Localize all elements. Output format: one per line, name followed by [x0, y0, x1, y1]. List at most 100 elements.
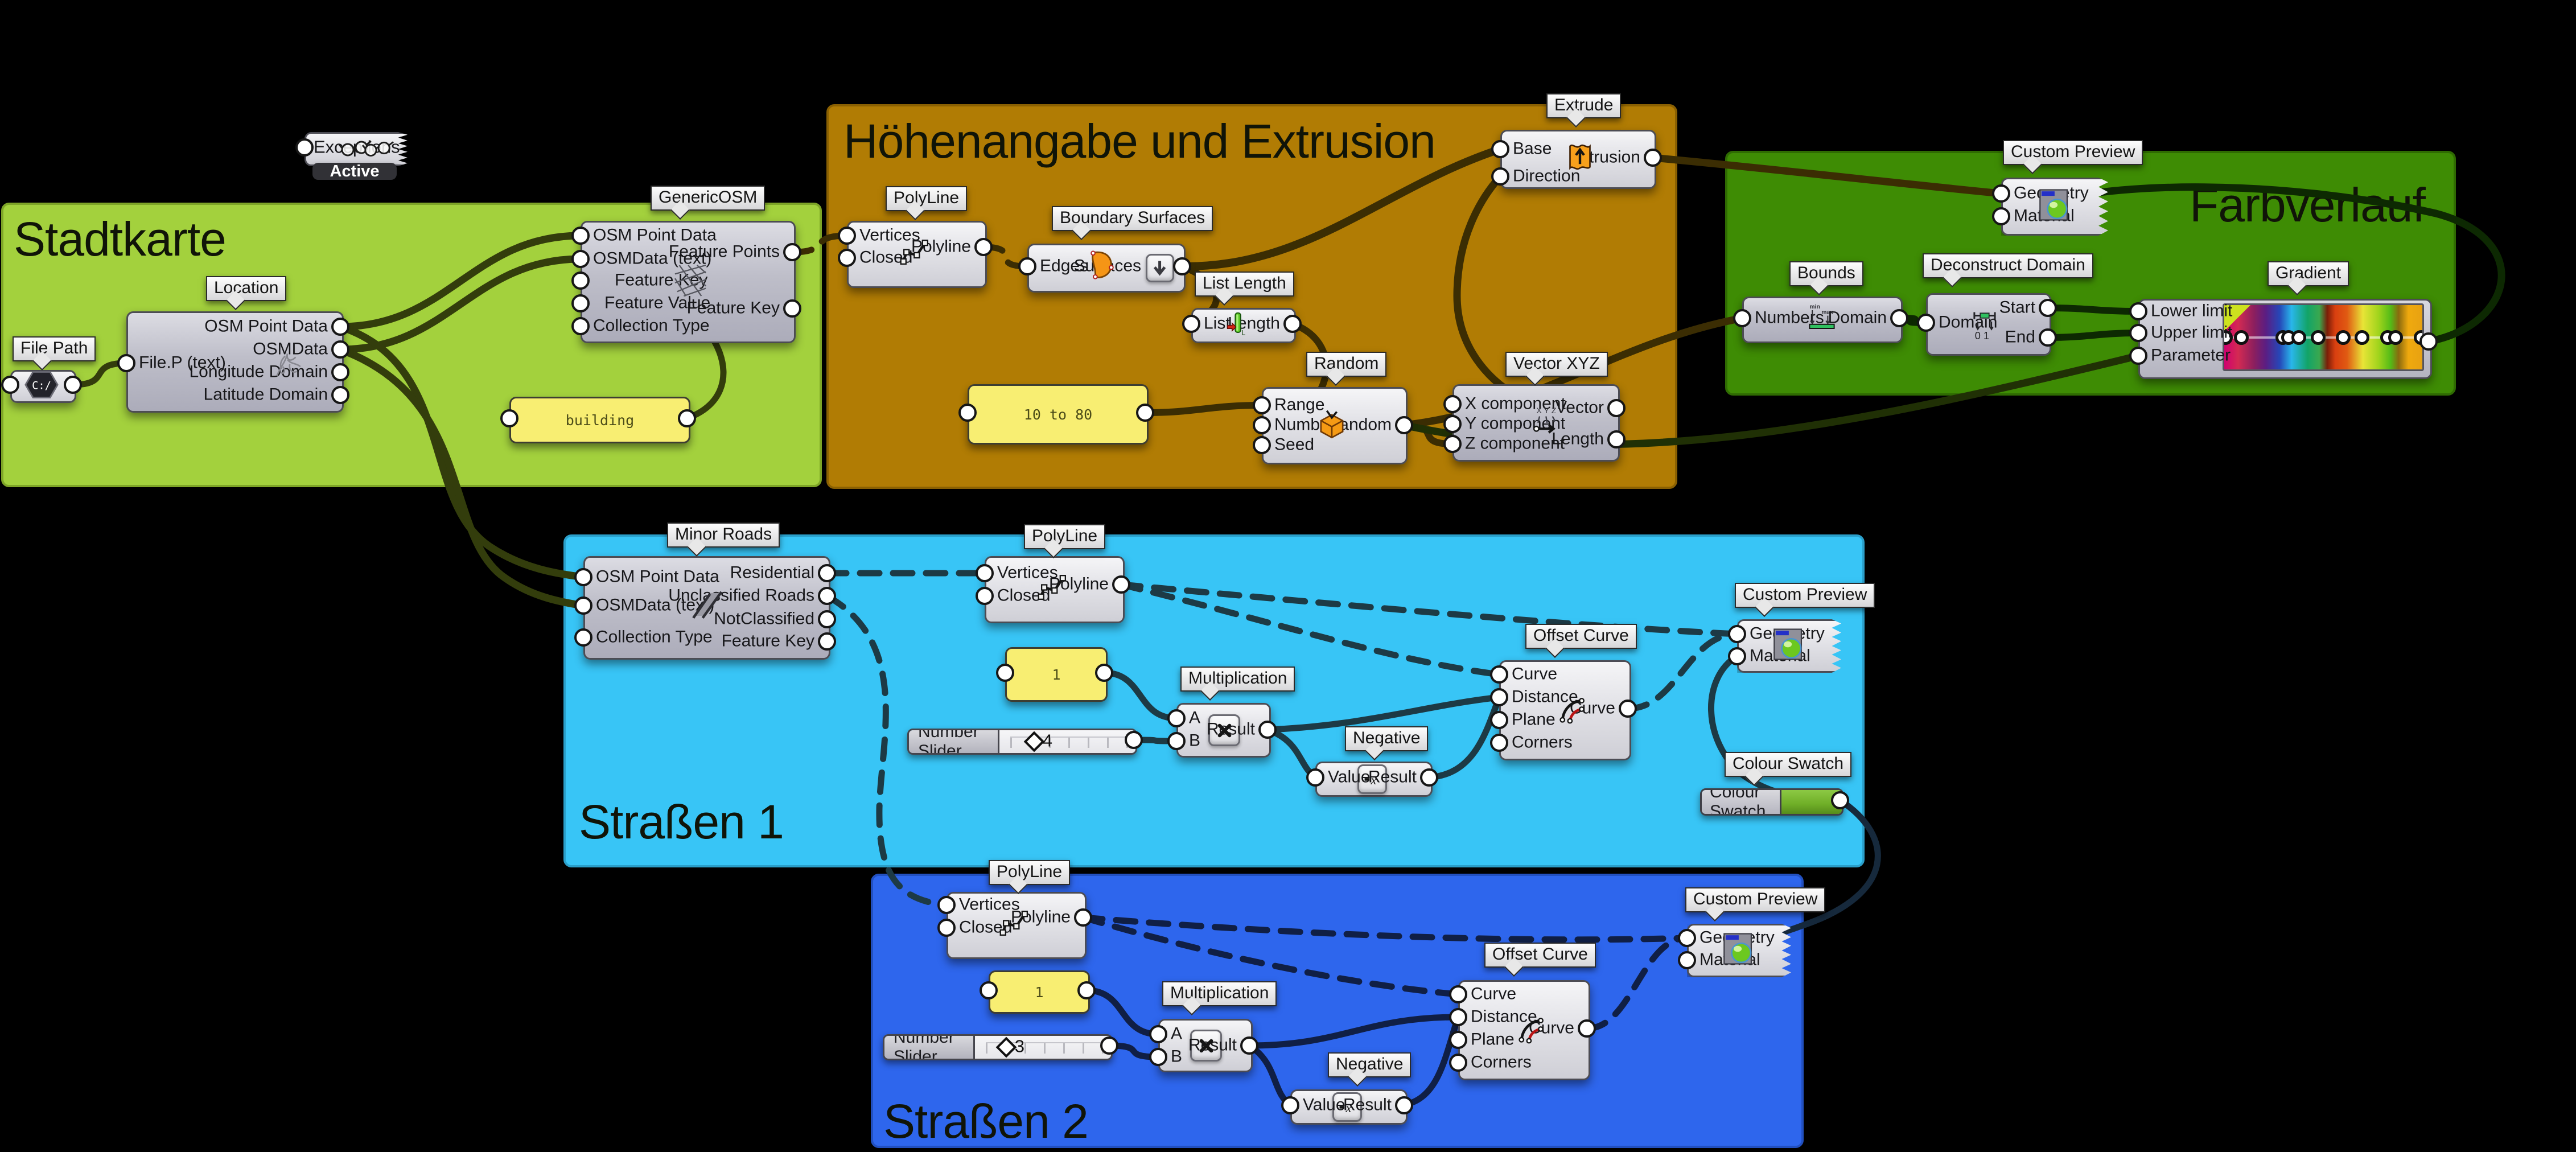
port-out-s2-offset-0[interactable] — [1578, 1019, 1596, 1038]
wire-18[interactable] — [2044, 305, 2142, 315]
gradient-grip-5[interactable] — [2311, 330, 2326, 345]
port-in-location-0[interactable] — [117, 354, 135, 372]
port-in-random-2[interactable] — [1253, 436, 1271, 454]
wire-34[interactable] — [1080, 914, 1462, 998]
port-in-s2-preview-0[interactable] — [1678, 929, 1696, 947]
gradient-corner-swatch[interactable] — [2224, 305, 2250, 331]
port-in-extrude-1[interactable] — [1491, 167, 1509, 186]
node-s2-panel[interactable]: 1 — [980, 970, 1096, 1014]
wire-19[interactable] — [2044, 330, 2142, 341]
node-fv-preview[interactable]: GeometryMaterial — [1992, 178, 2108, 236]
wire-17[interactable] — [1896, 315, 1929, 326]
wire-20[interactable] — [1997, 183, 2505, 345]
port-in-extrude-0[interactable] — [1491, 140, 1509, 158]
port-out-range-panel-0[interactable] — [1136, 404, 1154, 422]
port-out-bounds-0[interactable] — [1890, 309, 1908, 327]
port-out-minorroads-1[interactable] — [818, 587, 836, 605]
port-in-s2-panel-0[interactable] — [980, 981, 998, 999]
port-in-fv-preview-0[interactable] — [1992, 184, 2010, 203]
port-out-genericosm-1[interactable] — [783, 299, 801, 318]
port-in-s1-offset-3[interactable] — [1490, 734, 1508, 752]
node-body-listlength[interactable] — [1191, 308, 1296, 343]
port-in-s1-mult-0[interactable] — [1167, 709, 1186, 727]
port-in-s1-mult-1[interactable] — [1167, 732, 1186, 750]
port-in-building-panel-0[interactable] — [500, 409, 519, 427]
slider-grip-s1-slider[interactable] — [1024, 731, 1045, 752]
port-out-s1-panel-0[interactable] — [1095, 664, 1113, 682]
port-in-s2-negative-0[interactable] — [1281, 1096, 1299, 1114]
wire-36[interactable] — [1106, 1042, 1162, 1060]
wire-15[interactable] — [1649, 154, 2005, 198]
gradient-grip-6[interactable] — [2335, 330, 2351, 345]
port-in-genericosm-4[interactable] — [571, 317, 590, 335]
wire-25[interactable] — [1101, 669, 1180, 722]
port-in-s2-polyline-0[interactable] — [937, 896, 956, 914]
port-in-vectorxyz-1[interactable] — [1443, 415, 1462, 433]
port-in-s2-offset-1[interactable] — [1449, 1008, 1467, 1026]
port-in-range-panel-0[interactable] — [958, 404, 977, 422]
wire-1[interactable] — [336, 232, 585, 331]
port-out-s1-offset-0[interactable] — [1619, 700, 1637, 718]
gradient-grip-1[interactable] — [2233, 330, 2249, 345]
port-out-polyline-h-0[interactable] — [974, 238, 993, 256]
port-in-fv-preview-1[interactable] — [1992, 207, 2010, 225]
node-boundary[interactable]: EdgesSurfaces — [1018, 244, 1191, 293]
port-out-location-2[interactable] — [331, 363, 349, 381]
gradient-grip-0[interactable] — [2224, 330, 2233, 345]
port-in-genericosm-2[interactable] — [571, 271, 590, 290]
port-in-s2-offset-0[interactable] — [1449, 985, 1467, 1003]
port-out-minorroads-2[interactable] — [818, 610, 836, 628]
port-out-minorroads-3[interactable] — [818, 632, 836, 651]
node-body-bounds[interactable] — [1742, 297, 1903, 343]
port-in-s1-preview-1[interactable] — [1728, 647, 1746, 665]
wire-40[interactable] — [1583, 935, 1690, 1032]
port-in-exceptions-0[interactable] — [295, 138, 314, 157]
panel-body-building-panel[interactable]: building — [509, 397, 690, 443]
slider-track-s1-slider[interactable]: 4 — [999, 730, 1135, 753]
port-in-filepath-0[interactable] — [1, 376, 19, 394]
port-in-random-0[interactable] — [1253, 396, 1271, 414]
port-out-s2-negative-0[interactable] — [1395, 1096, 1413, 1114]
wire-22[interactable] — [824, 593, 950, 908]
port-out-location-3[interactable] — [331, 386, 349, 404]
port-in-minorroads-1[interactable] — [574, 596, 592, 615]
wire-39[interactable] — [1401, 1014, 1462, 1108]
port-out-random-0[interactable] — [1395, 416, 1413, 434]
port-out-swatch-0[interactable] — [1831, 791, 1849, 809]
node-body-vectorxyz[interactable] — [1452, 384, 1620, 462]
expand-down-icon[interactable] — [1146, 254, 1174, 282]
wire-31[interactable] — [1707, 653, 1843, 804]
node-s2-preview[interactable]: GeometryMaterial — [1678, 924, 1791, 977]
node-body-decondomain[interactable] — [1926, 293, 2051, 356]
node-range-panel[interactable]: 10 to 80 — [958, 384, 1154, 445]
wire-35[interactable] — [1083, 987, 1162, 1038]
port-out-building-panel-0[interactable] — [678, 409, 696, 427]
port-out-s1-slider-0[interactable] — [1125, 731, 1143, 749]
port-in-gradient-2[interactable] — [2129, 347, 2147, 365]
port-in-s1-preview-0[interactable] — [1728, 625, 1746, 643]
wire-24[interactable] — [1118, 581, 1503, 678]
port-out-s1-negative-0[interactable] — [1420, 768, 1438, 787]
swatch-body[interactable]: Colour Swatch — [1700, 788, 1843, 816]
port-in-listlength-0[interactable] — [1182, 315, 1200, 333]
node-s1-panel[interactable]: 1 — [996, 647, 1113, 702]
node-swatch[interactable]: Colour Swatch — [1700, 788, 1849, 816]
port-in-genericosm-3[interactable] — [571, 294, 590, 312]
gradient-grip-9[interactable] — [2388, 330, 2404, 345]
port-in-minorroads-2[interactable] — [574, 628, 592, 647]
port-out-location-0[interactable] — [331, 318, 349, 336]
port-in-s2-mult-1[interactable] — [1149, 1048, 1167, 1066]
port-in-vectorxyz-0[interactable] — [1443, 395, 1462, 413]
panel-body-range-panel[interactable]: 10 to 80 — [968, 384, 1149, 445]
port-in-minorroads-0[interactable] — [574, 568, 592, 586]
node-building-panel[interactable]: building — [500, 397, 696, 443]
